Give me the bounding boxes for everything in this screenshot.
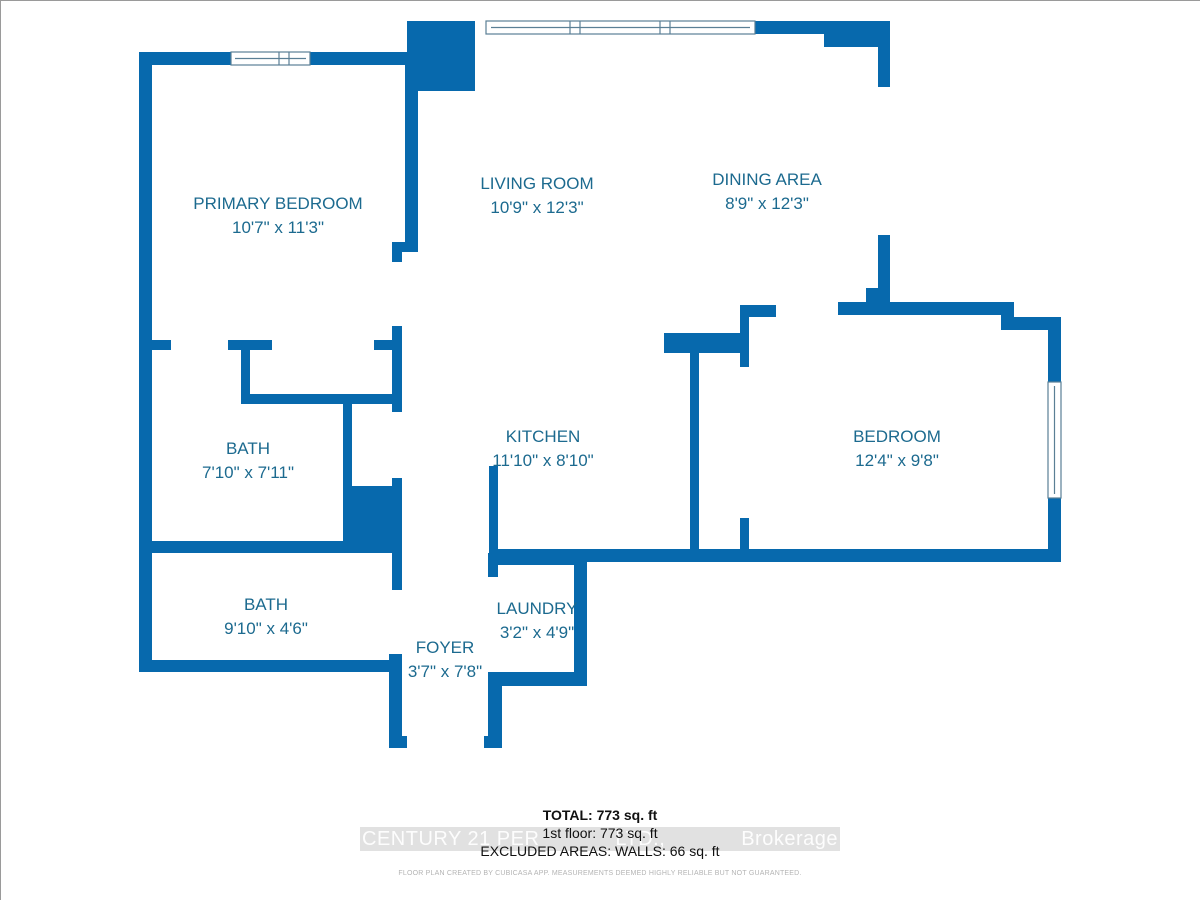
brokerage-watermark: CENTURY 21 PER LTD., Brokerage (360, 827, 840, 851)
room-living-room: LIVING ROOM 10'9" x 12'3" (480, 172, 593, 220)
total-area: TOTAL: 773 sq. ft (542, 807, 658, 823)
foyer-west-wall (389, 654, 402, 748)
primary-south-wall-left (139, 340, 171, 350)
room-dimensions: 7'10" x 7'11" (202, 463, 294, 482)
room-name: KITCHEN (505, 427, 581, 446)
primary-bedroom-east-wall (405, 52, 418, 252)
room-name: BATH (225, 439, 271, 458)
closet-north-wall (664, 333, 749, 353)
room-name: BEDROOM (853, 427, 941, 446)
dining-east-wall-upper (878, 21, 890, 87)
room-dimensions: 12'4" x 9'8" (855, 451, 939, 470)
bedroom-east-wall-lower (1048, 498, 1061, 562)
floor-area: 1st floor: 773 sq. ft (542, 825, 658, 841)
room-dimensions: 3'2" x 4'9" (499, 623, 575, 642)
room-bedroom: BEDROOM 12'4" x 9'8" (853, 425, 941, 473)
room-name: PRIMARY BEDROOM (193, 194, 363, 213)
room-dimensions: 10'7" x 11'3" (232, 218, 324, 237)
windows (230, 20, 1062, 499)
shaft-column (343, 486, 402, 550)
bedroom-west-wall-lower (740, 518, 749, 550)
room-name: LAUNDRY (496, 599, 578, 618)
foyer-door-jamb-left (389, 736, 407, 748)
room-name: FOYER (415, 638, 475, 657)
room-dimensions: 11'10" x 8'10" (492, 451, 594, 470)
room-dimensions: 3'7" x 7'8" (407, 662, 483, 681)
kitchen-west-wall (489, 466, 498, 566)
room-bath-2: BATH 9'10" x 4'6" (224, 593, 308, 641)
room-bath-1: BATH 7'10" x 7'11" (202, 437, 294, 485)
corridor-wall-upper (392, 326, 402, 412)
bedroom-north-wall (838, 302, 1014, 315)
watermark-left: CENTURY 21 PER (362, 828, 540, 850)
closet-wall-vertical (241, 340, 250, 402)
west-exterior-wall (139, 52, 152, 672)
room-kitchen: KITCHEN 11'10" x 8'10" (492, 425, 593, 473)
walls (139, 21, 1061, 748)
bedroom-south-wall (490, 549, 1061, 562)
wall-stub (392, 242, 402, 262)
laundry-east-wall (574, 553, 587, 686)
wall-jog (392, 242, 418, 252)
laundry-south-wall (488, 672, 587, 686)
room-foyer: FOYER 3'7" x 7'8" (408, 636, 482, 684)
excluded-area: EXCLUDED AREAS: WALLS: 66 sq. ft (480, 843, 720, 859)
bedroom-north-wall-right (1001, 317, 1061, 330)
room-primary-bedroom: PRIMARY BEDROOM 10'7" x 11'3" (193, 192, 362, 240)
room-dining-area: DINING AREA 8'9" x 12'3" (712, 168, 822, 216)
room-dimensions: 10'9" x 12'3" (490, 198, 584, 217)
room-name: BATH (243, 595, 289, 614)
disclaimer-text: FLOOR PLAN CREATED BY CUBICASA APP. MEAS… (398, 870, 802, 877)
room-dimensions: 9'10" x 4'6" (224, 619, 308, 638)
watermark-middle: LTD., (615, 828, 666, 850)
watermark-right: Brokerage (741, 828, 838, 850)
closet-west-wall (690, 340, 699, 555)
bath1-south-wall (139, 541, 402, 553)
primary-south-wall-right (374, 340, 402, 350)
closet-wall-horizontal (241, 394, 402, 404)
room-laundry: LAUNDRY 3'2" x 4'9" (497, 597, 578, 645)
bedroom-east-wall-upper (1048, 317, 1061, 382)
bath2-south-wall (139, 660, 402, 672)
bath1-east-wall (343, 402, 352, 550)
foyer-east-wall (488, 672, 502, 748)
room-name: LIVING ROOM (480, 174, 594, 193)
room-name: DINING AREA (712, 170, 822, 189)
room-dimensions: 8'9" x 12'3" (725, 194, 809, 213)
laundry-north-stub (488, 553, 498, 577)
laundry-north-wall (498, 553, 587, 565)
living-north-wall-left (418, 21, 474, 34)
